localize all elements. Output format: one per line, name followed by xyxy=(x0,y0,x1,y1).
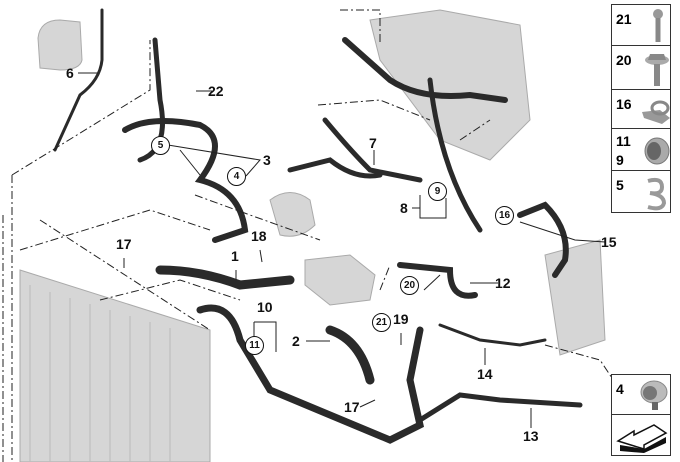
aux-radiator xyxy=(544,239,606,356)
legend-item-20: 20 xyxy=(611,45,671,90)
hoses xyxy=(53,8,583,444)
bolt-icon xyxy=(653,9,663,42)
callout-6: 6 xyxy=(66,65,74,81)
callout-17b: 17 xyxy=(344,399,360,415)
pump xyxy=(269,192,316,237)
callout-14: 14 xyxy=(477,366,493,382)
hex-bolt-icon xyxy=(645,54,669,86)
legend-item-5: 5 xyxy=(611,170,671,213)
legend-item-16: 16 xyxy=(611,89,671,129)
callout-22: 22 xyxy=(208,83,224,99)
radiator xyxy=(19,269,211,462)
leader-lines xyxy=(78,72,606,428)
thermostat xyxy=(304,254,376,306)
clamp-icon xyxy=(640,380,668,410)
direction-arrow-icon xyxy=(616,424,668,453)
legend-item-4: 4 xyxy=(611,374,671,415)
callout-11-circled: 11 xyxy=(245,336,264,355)
callout-19: 19 xyxy=(393,311,409,327)
legend-item-21: 21 xyxy=(611,4,671,46)
callout-10: 10 xyxy=(257,299,273,315)
expansion-tank xyxy=(37,19,83,71)
legend-item-11-9: 11 9 xyxy=(611,128,671,171)
callout-2: 2 xyxy=(292,333,300,349)
callout-5-circled: 5 xyxy=(151,136,170,155)
callout-1: 1 xyxy=(231,248,239,264)
reference-lines xyxy=(2,9,621,462)
callout-17: 17 xyxy=(116,236,132,252)
callout-15: 15 xyxy=(601,234,617,250)
callout-12: 12 xyxy=(495,275,511,291)
intercooler xyxy=(369,9,531,161)
callout-16-circled: 16 xyxy=(495,206,514,225)
callout-3: 3 xyxy=(263,152,271,168)
callout-20-circled: 20 xyxy=(400,276,419,295)
callout-21-circled: 21 xyxy=(372,313,391,332)
clamp-bracket-icon xyxy=(642,100,670,124)
hose-clamp-icon xyxy=(644,137,670,165)
callout-18: 18 xyxy=(251,228,267,244)
callout-8: 8 xyxy=(400,200,408,216)
radiator-fins xyxy=(29,285,171,462)
callout-9-circled: 9 xyxy=(428,182,447,201)
callout-7: 7 xyxy=(369,135,377,151)
orientation-arrow-box xyxy=(611,414,671,456)
spring-clip-icon xyxy=(647,177,667,211)
callout-13: 13 xyxy=(523,428,539,444)
callout-4-circled: 4 xyxy=(227,167,246,186)
